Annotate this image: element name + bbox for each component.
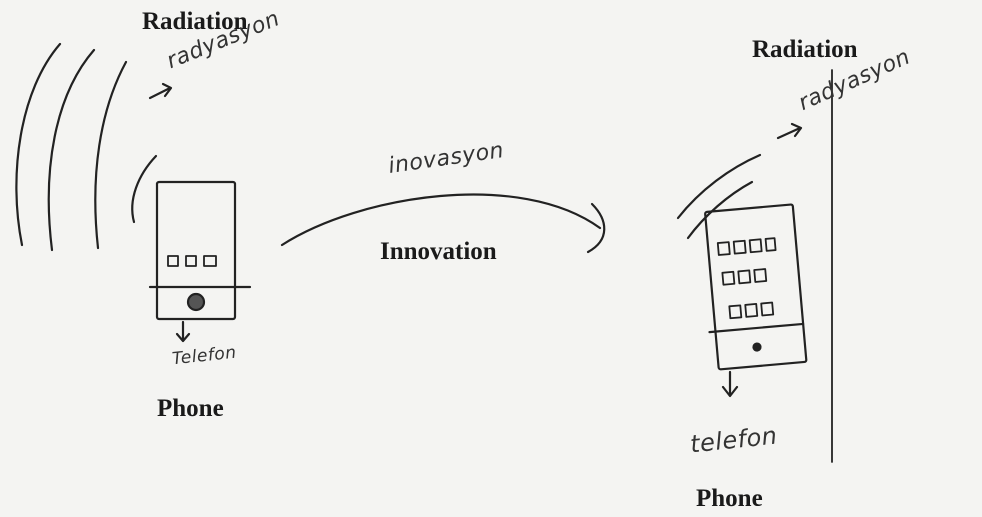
radiation-wave bbox=[686, 180, 754, 240]
radiation-label-left: Radiation bbox=[142, 8, 248, 35]
phone-label-right: Phone bbox=[696, 485, 763, 512]
radiation-wave bbox=[131, 154, 158, 224]
home-button-icon bbox=[752, 342, 762, 352]
app-icons-grid bbox=[716, 237, 777, 320]
radiation-waves-left bbox=[15, 42, 158, 252]
down-arrow-icon bbox=[721, 370, 739, 398]
radiation-wave bbox=[15, 42, 62, 247]
phone-body bbox=[704, 203, 808, 371]
radiation-wave bbox=[676, 153, 762, 220]
radiation-label-right: Radiation bbox=[752, 36, 858, 63]
app-icons-row bbox=[167, 255, 217, 267]
radiation-waves-right bbox=[676, 153, 762, 240]
home-button-icon bbox=[186, 292, 206, 312]
phone-left bbox=[148, 180, 252, 343]
innovation-curve bbox=[280, 193, 602, 247]
down-arrow-icon bbox=[175, 320, 191, 343]
phone-divider bbox=[708, 322, 805, 334]
radiation-wave bbox=[94, 60, 128, 250]
annotation-arrow-left bbox=[148, 82, 173, 100]
innovation-label: Innovation bbox=[380, 238, 497, 265]
innovation-arc bbox=[280, 193, 606, 254]
phone-label-left: Phone bbox=[157, 395, 224, 422]
annotation-arrow-right bbox=[776, 122, 803, 140]
phone-body bbox=[155, 180, 237, 321]
innovation-arrowhead bbox=[586, 202, 606, 254]
radiation-wave bbox=[47, 48, 96, 252]
phone-right bbox=[704, 203, 808, 371]
